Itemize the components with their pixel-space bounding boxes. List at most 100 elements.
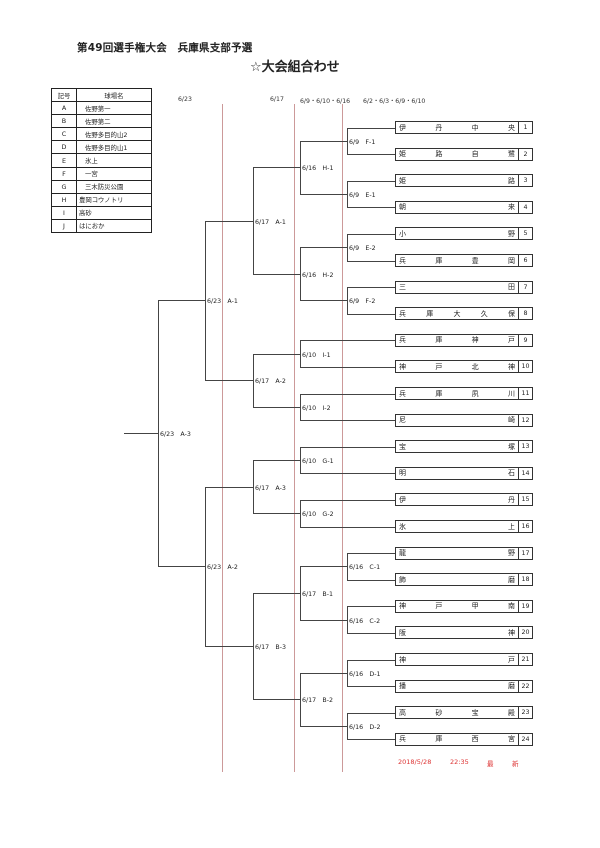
bracket-line — [253, 353, 254, 408]
team-number: 1 — [518, 122, 532, 133]
round-divider — [342, 104, 343, 772]
updated-time: 22:35 — [450, 758, 469, 766]
team-name-char: 来 — [508, 203, 515, 212]
match-label: 6/17 B-3 — [255, 644, 287, 652]
team-name-char: 戸 — [435, 602, 443, 611]
team-name-char: 神 — [399, 655, 406, 664]
team-name-char: 戸 — [507, 336, 515, 345]
team-name-char: 岡 — [507, 256, 515, 265]
bracket-line — [347, 180, 348, 209]
bracket-line — [347, 553, 395, 555]
match-label: 6/10 G-2 — [302, 511, 334, 519]
bracket-line — [347, 180, 395, 182]
team-name: 姫路自鷺 — [396, 149, 518, 159]
venue-name: 佐野多目的山2 — [76, 127, 152, 142]
match-label: 6/17 B-1 — [302, 591, 334, 598]
venue-code: J — [51, 218, 77, 234]
team-name-char: 兵 — [399, 256, 406, 265]
team-name: 氷上 — [396, 522, 518, 532]
team-number: 20 — [518, 627, 532, 639]
bracket-line — [300, 340, 395, 342]
venue-name: 高砂 — [76, 205, 152, 220]
bracket-line — [158, 300, 205, 302]
team-name-char: 尼 — [399, 416, 406, 425]
bracket-line — [300, 566, 301, 621]
team-name-char: 阪 — [399, 628, 406, 637]
team-number: 8 — [518, 308, 532, 320]
bracket-line — [300, 619, 347, 621]
venue-name: 佐野第二 — [76, 114, 152, 129]
match-label: 6/23 A-2 — [207, 564, 238, 572]
team-name-char: 久 — [480, 309, 488, 318]
bracket-line — [347, 287, 395, 289]
team-name-char: 砂 — [435, 708, 443, 717]
bracket-line — [205, 646, 253, 648]
bracket-line — [347, 553, 348, 581]
venue-code: C — [51, 127, 77, 142]
bracket-line — [347, 739, 395, 741]
team-name-char: 神 — [507, 362, 515, 371]
bracket-line — [347, 659, 348, 688]
team-name-char: 庫 — [435, 336, 443, 345]
venue-name: 豊岡コウノトリ — [76, 192, 152, 207]
team-name-char: 神 — [399, 362, 406, 371]
team-name: 兵庫西宮 — [396, 734, 518, 744]
team-name: 飾磨 — [396, 575, 518, 585]
team-number: 18 — [518, 574, 532, 586]
team-name-char: 石 — [508, 469, 515, 478]
team-name-char: 野 — [508, 549, 515, 558]
bracket-line — [300, 340, 301, 368]
venue-code: B — [51, 114, 77, 129]
team-name-char: 保 — [508, 309, 515, 318]
team-name: 播磨 — [396, 681, 518, 691]
team-number: 13 — [518, 441, 532, 453]
team-name: 高砂宝殿 — [396, 708, 518, 718]
round-date-r1: 6/2・6/3・6/9・6/10 — [363, 98, 426, 105]
team-name-char: 庫 — [435, 735, 443, 744]
bracket-line — [124, 433, 158, 435]
team-name-char: 小 — [399, 229, 406, 238]
match-label: 6/17 B-2 — [302, 697, 334, 705]
team-name-char: 丹 — [508, 495, 515, 504]
team-name-char: 磨 — [508, 682, 515, 691]
bracket-line — [347, 233, 348, 262]
bracket-line — [300, 446, 395, 448]
bracket-line — [205, 486, 253, 488]
venue-name: 三木防災公園 — [76, 179, 152, 194]
team-name: 阪神 — [396, 628, 518, 638]
match-label: 6/9 F-2 — [349, 298, 376, 306]
match-label: 6/16 D-1 — [349, 670, 381, 678]
bracket-line — [253, 593, 254, 701]
team-name-char: 西 — [471, 735, 479, 744]
bracket-line — [205, 220, 206, 382]
team-name-char: 南 — [507, 602, 515, 611]
team-name-char: 明 — [399, 469, 406, 478]
match-label: 6/17 A-1 — [255, 218, 286, 226]
bracket-line — [300, 499, 395, 501]
bracket-line — [300, 672, 347, 674]
team-name-char: 兵 — [399, 336, 406, 345]
team-number: 9 — [518, 334, 532, 346]
bracket-line — [253, 167, 300, 169]
round-divider — [294, 104, 295, 772]
team-name-char: 川 — [507, 389, 515, 398]
team-name: 三田 — [396, 282, 518, 292]
team-name-char: 自 — [471, 150, 479, 159]
bracket-line — [300, 393, 301, 422]
